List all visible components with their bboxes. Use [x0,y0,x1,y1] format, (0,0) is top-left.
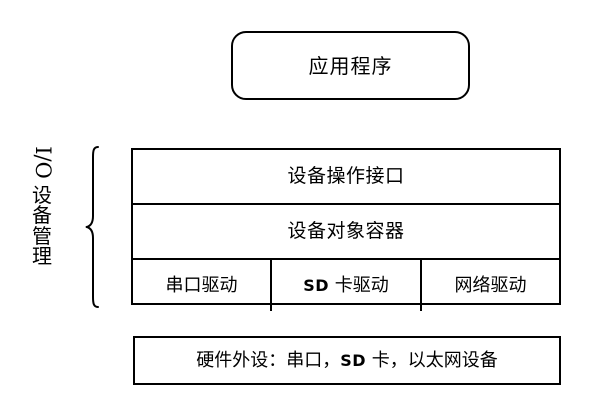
vertical-char-3: 管 [32,223,52,248]
hardware-sd-mark-text: SD [340,350,367,370]
device-object-container-label: 设备对象容器 [287,220,405,242]
device-operation-interface-label: 设备操作接口 [287,165,405,187]
hardware-peripherals-label: 硬件外设：串口，SD 卡，以太网设备 [196,349,498,371]
hardware-suffix-text: 卡，以太网设备 [366,349,498,371]
vertical-char-4: 理 [32,244,52,269]
vertical-char-1: 设 [32,183,52,207]
sd-card-driver-label: SD 卡驱动 [303,274,389,296]
io-device-management-label: I/O 设 备 管 理 [28,142,56,310]
left-curly-brace-icon [85,146,101,308]
stack-row-device-object-container[interactable]: 设备对象容器 [133,205,559,260]
hardware-prefix-text: 硬件外设：串口， [196,349,341,371]
io-stack-table: 设备操作接口 设备对象容器 串口驱动 SD 卡驱动 网络驱动 [131,148,561,311]
sd-card-driver-suffix: 卡驱动 [329,274,389,296]
device-management-text: 设 备 管 理 [32,185,52,267]
hardware-peripherals-box[interactable]: 硬件外设：串口，SD 卡，以太网设备 [133,336,561,385]
application-program-box[interactable]: 应用程序 [231,31,470,100]
stack-row-drivers: 串口驱动 SD 卡驱动 网络驱动 [133,260,559,311]
vertical-char-2: 备 [32,203,52,228]
driver-cell-sd-card[interactable]: SD 卡驱动 [272,260,422,311]
driver-cell-network[interactable]: 网络驱动 [422,260,559,311]
sd-mark-text: SD [303,275,330,295]
application-program-label: 应用程序 [308,53,393,78]
serial-driver-label: 串口驱动 [165,274,238,296]
io-text: I/O [30,146,55,179]
driver-cell-serial[interactable]: 串口驱动 [133,260,273,311]
stack-row-device-operation-interface[interactable]: 设备操作接口 [133,150,559,205]
network-driver-label: 网络驱动 [454,274,527,296]
